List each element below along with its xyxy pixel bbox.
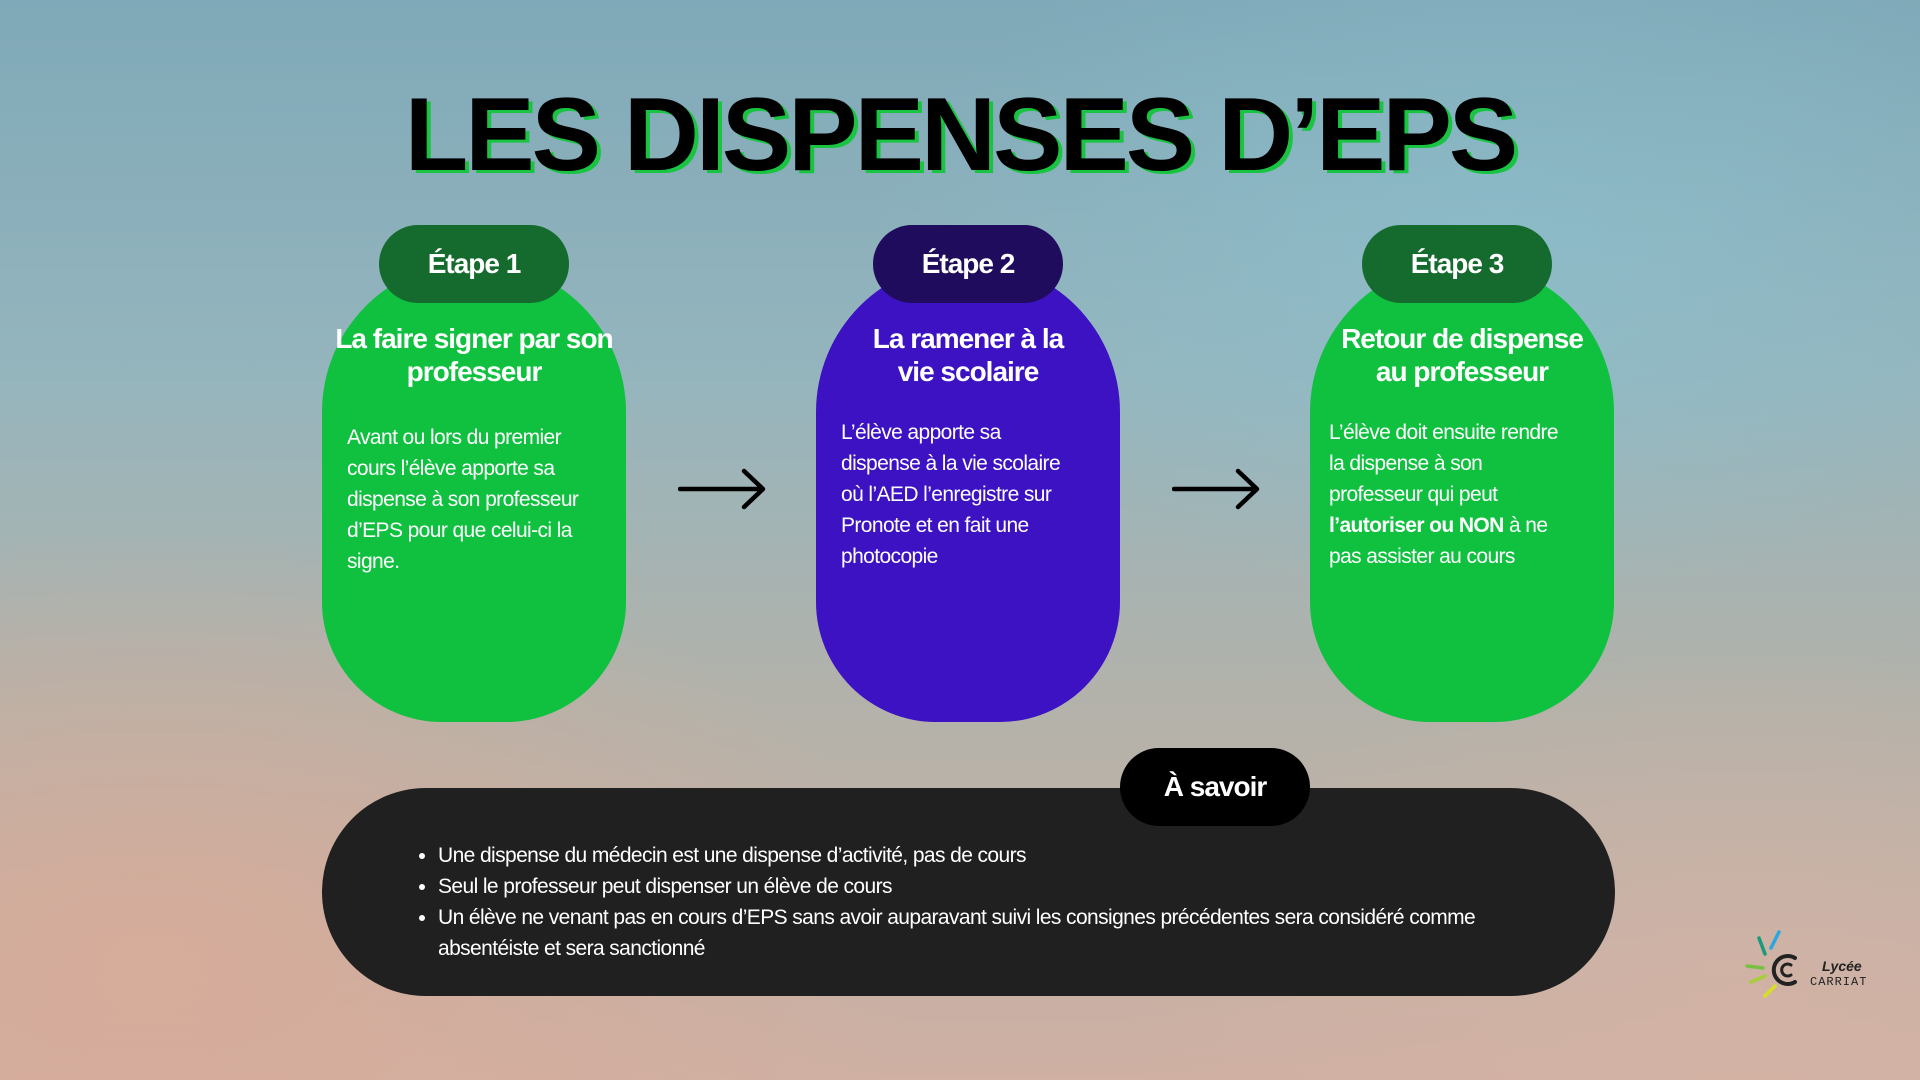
step-3-heading: Retour de dispense au professeur (1330, 322, 1594, 388)
step-1-line: cours l’élève apporte sa (347, 457, 555, 480)
logo-line2: CARRIAT (1810, 975, 1868, 989)
logo-line1: Lycée (1822, 958, 1862, 974)
step-1-label: Étape 1 (379, 225, 569, 303)
step-2-line: dispense à la vie scolaire (841, 452, 1061, 475)
step-1-line: d’EPS pour que celui-ci la (347, 519, 572, 542)
step-2-heading-text: La ramener à la vie scolaire (872, 323, 1064, 387)
step-2-line: Pronote et en fait une (841, 514, 1029, 537)
step-3-card: Retour de dispense au professeur L’élève… (1310, 262, 1614, 722)
notice-item: Seul le professeur peut dispenser un élè… (438, 871, 1545, 902)
page-title: LES DISPENSES D’EPS (404, 77, 1518, 193)
notice-list: Une dispense du médecin est une dispense… (418, 840, 1545, 964)
step-1-line: Avant ou lors du premier (347, 426, 562, 449)
step-3-label: Étape 3 (1362, 225, 1552, 303)
arrow-right-icon (1172, 468, 1260, 510)
step-1-card: La faire signer par son professeur Avant… (322, 262, 626, 722)
lycee-carriat-logo: Lycée CARRIAT (1745, 930, 1885, 1010)
step-3-after-bold: à ne (1503, 514, 1548, 537)
step-1-line: signe. (347, 550, 400, 573)
step-1-text: Avant ou lors du premier cours l’élève a… (347, 422, 606, 577)
step-2-card: La ramener à la vie scolaire L’élève app… (816, 262, 1120, 722)
arrow-right-icon (678, 468, 766, 510)
step-3-line: pas assister au cours (1329, 545, 1515, 568)
notice-box: Une dispense du médecin est une dispense… (322, 788, 1615, 996)
step-1-line: dispense à son professeur (347, 488, 579, 511)
step-2-heading: La ramener à la vie scolaire (856, 322, 1080, 388)
step-2-text: L’élève apporte sa dispense à la vie sco… (841, 417, 1100, 572)
step-3-line: la dispense à son (1329, 452, 1483, 475)
logo-text: Lycée CARRIAT (1810, 958, 1867, 990)
step-2-line: L’élève apporte sa (841, 421, 1001, 444)
notice-item: Une dispense du médecin est une dispense… (438, 840, 1545, 871)
step-3-line: l’autoriser ou NON à ne (1329, 510, 1594, 541)
step-3-bold-text: l’autoriser ou NON (1329, 514, 1504, 537)
step-1-heading-text: La faire signer par son professeur (335, 323, 613, 387)
step-1-heading: La faire signer par son professeur (332, 322, 616, 388)
step-2-line: photocopie (841, 545, 938, 568)
step-3-line: L’élève doit ensuite rendre (1329, 421, 1559, 444)
step-3-line: professeur qui peut (1329, 483, 1498, 506)
lycee-carriat-logo-icon (1745, 930, 1797, 998)
step-3-text: L’élève doit ensuite rendre la dispense … (1329, 417, 1594, 572)
step-3-heading-text: Retour de dispense au professeur (1341, 323, 1584, 387)
step-2-line: où l’AED l’enregistre sur (841, 483, 1052, 506)
notice-item: Un élève ne venant pas en cours d’EPS sa… (438, 902, 1545, 964)
notice-label: À savoir (1120, 748, 1310, 826)
step-2-label: Étape 2 (873, 225, 1063, 303)
